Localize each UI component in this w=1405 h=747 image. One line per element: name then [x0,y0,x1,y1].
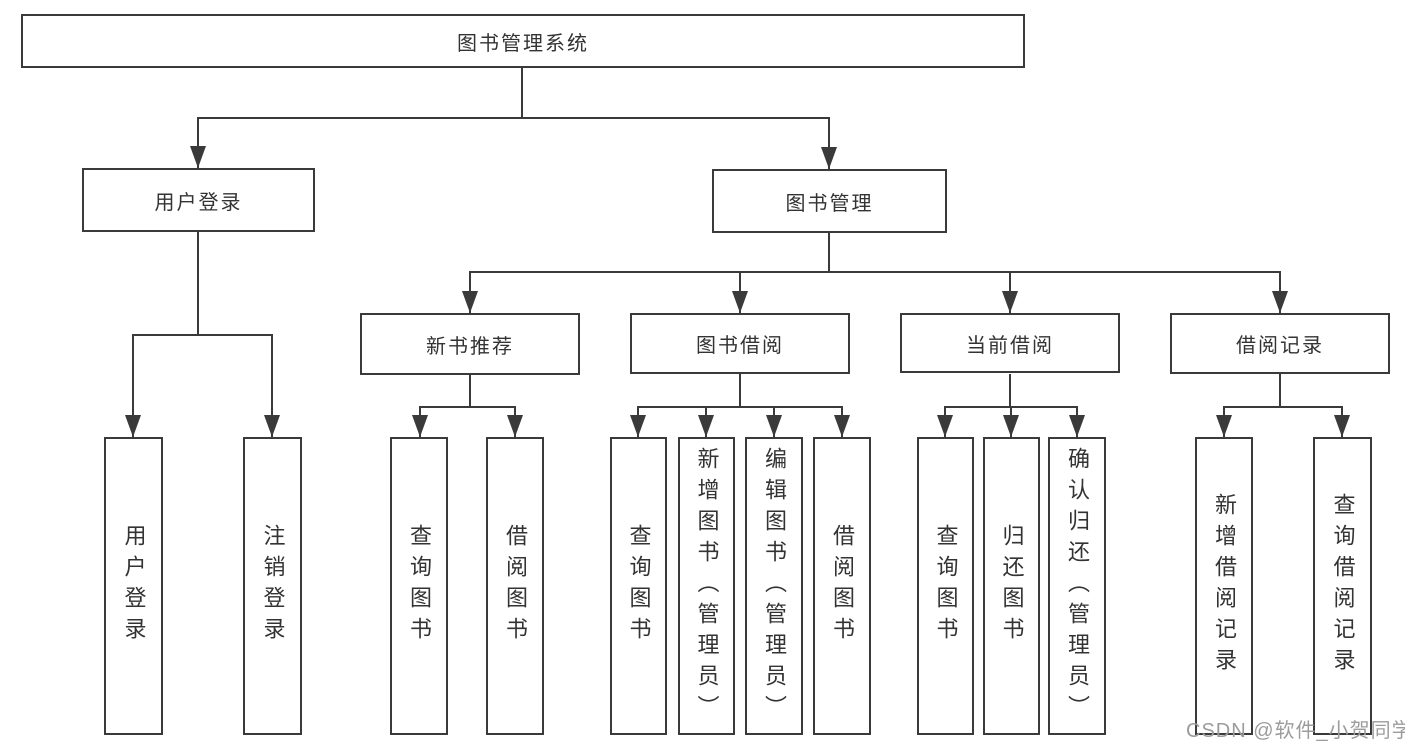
leaf-label: 查询图书 [933,524,959,648]
arrow-down-icon [732,291,748,313]
node-book-borrow: 图书借阅 [630,313,850,374]
connector-user-login-stub [197,232,199,336]
node-book-mgmt-label: 图书管理 [785,192,874,215]
arrow-down-icon [1216,415,1232,437]
leaf-label: 编辑图书（管理员） [762,446,787,726]
leaf-currentborrow-return-books: 归还图书 [983,437,1040,735]
connector-book-mgmt-bus [469,271,1281,273]
connector-book-mgmt-stub [828,233,830,273]
arrow-down-icon [190,146,206,168]
connector-drop-user-login [197,117,199,168]
arrow-down-icon [125,415,141,437]
node-current-borrow-label: 当前借阅 [966,334,1054,357]
node-new-books-label: 新书推荐 [426,335,514,358]
leaf-label: 确认归还（管理员） [1065,446,1090,726]
watermark: CSDN @软件_小贺同学 [1186,720,1405,742]
connector-new-books-bus [419,406,516,408]
node-user-login: 用户登录 [82,168,315,232]
connector-borrow-records-stub [1279,374,1281,408]
leaf-label: 新增图书（管理员） [694,446,720,726]
leaf-newbooks-query-books: 查询图书 [390,437,448,735]
arrow-down-icon [1334,415,1350,437]
arrow-down-icon [937,415,953,437]
arrow-down-icon [1069,415,1085,437]
leaf-label: 借阅图书 [830,524,855,648]
leaf-user-login: 用户登录 [104,437,163,735]
leaf-bookborrow-edit-books: 编辑图书（管理员） [745,437,803,735]
arrow-down-icon [766,415,782,437]
node-new-books: 新书推荐 [360,313,580,375]
arrow-down-icon [1002,291,1018,313]
connector-current-borrow-stub [1009,374,1011,408]
leaf-bookborrow-borrow-books: 借阅图书 [813,437,871,735]
arrow-down-icon [412,415,428,437]
connector-root-stub [521,68,523,118]
arrow-down-icon [1272,291,1288,313]
leaf-records-query-record: 查询借阅记录 [1313,437,1372,735]
leaf-label: 用户登录 [121,524,147,648]
leaf-label: 新增借阅记录 [1212,493,1237,679]
leaf-bookborrow-add-books: 新增图书（管理员） [678,437,735,735]
leaf-label: 查询图书 [407,524,432,648]
leaf-label: 借阅图书 [503,524,528,648]
connector-new-books-stub [469,375,471,408]
node-root-label: 图书管理系统 [457,32,589,55]
node-user-login-label: 用户登录 [154,191,243,214]
arrow-down-icon [1003,415,1019,437]
leaf-label: 注销登录 [260,524,286,648]
connector-book-borrow-bus [637,406,843,408]
leaf-newbooks-borrow-books: 借阅图书 [486,437,544,735]
arrow-down-icon [834,415,850,437]
leaf-logout: 注销登录 [243,437,302,735]
connector-drop-leaf-login [132,334,134,437]
leaf-label: 归还图书 [999,524,1025,648]
leaf-label: 查询图书 [626,524,652,648]
connector-drop-book-mgmt [828,117,830,169]
leaf-records-add-record: 新增借阅记录 [1195,437,1253,735]
connector-borrow-records-bus [1223,406,1343,408]
node-book-mgmt: 图书管理 [712,169,947,233]
arrow-down-icon [821,147,837,169]
arrow-down-icon [698,415,714,437]
node-borrow-records-label: 借阅记录 [1236,335,1324,357]
node-current-borrow: 当前借阅 [900,313,1120,373]
connector-root-bus [197,117,830,119]
node-book-borrow-label: 图书借阅 [696,335,784,357]
connector-book-borrow-stub [739,374,741,408]
leaf-currentborrow-confirm-return: 确认归还（管理员） [1048,437,1106,735]
connector-drop-leaf-logout [271,334,273,437]
connector-user-login-bus [132,334,273,336]
leaf-bookborrow-query-books: 查询图书 [610,437,667,735]
leaf-label: 查询借阅记录 [1330,493,1356,679]
arrow-down-icon [507,415,523,437]
node-root: 图书管理系统 [21,14,1025,68]
arrow-down-icon [462,291,478,313]
leaf-currentborrow-query-books: 查询图书 [917,437,974,735]
arrow-down-icon [630,415,646,437]
arrow-down-icon [264,415,280,437]
node-borrow-records: 借阅记录 [1170,313,1390,374]
